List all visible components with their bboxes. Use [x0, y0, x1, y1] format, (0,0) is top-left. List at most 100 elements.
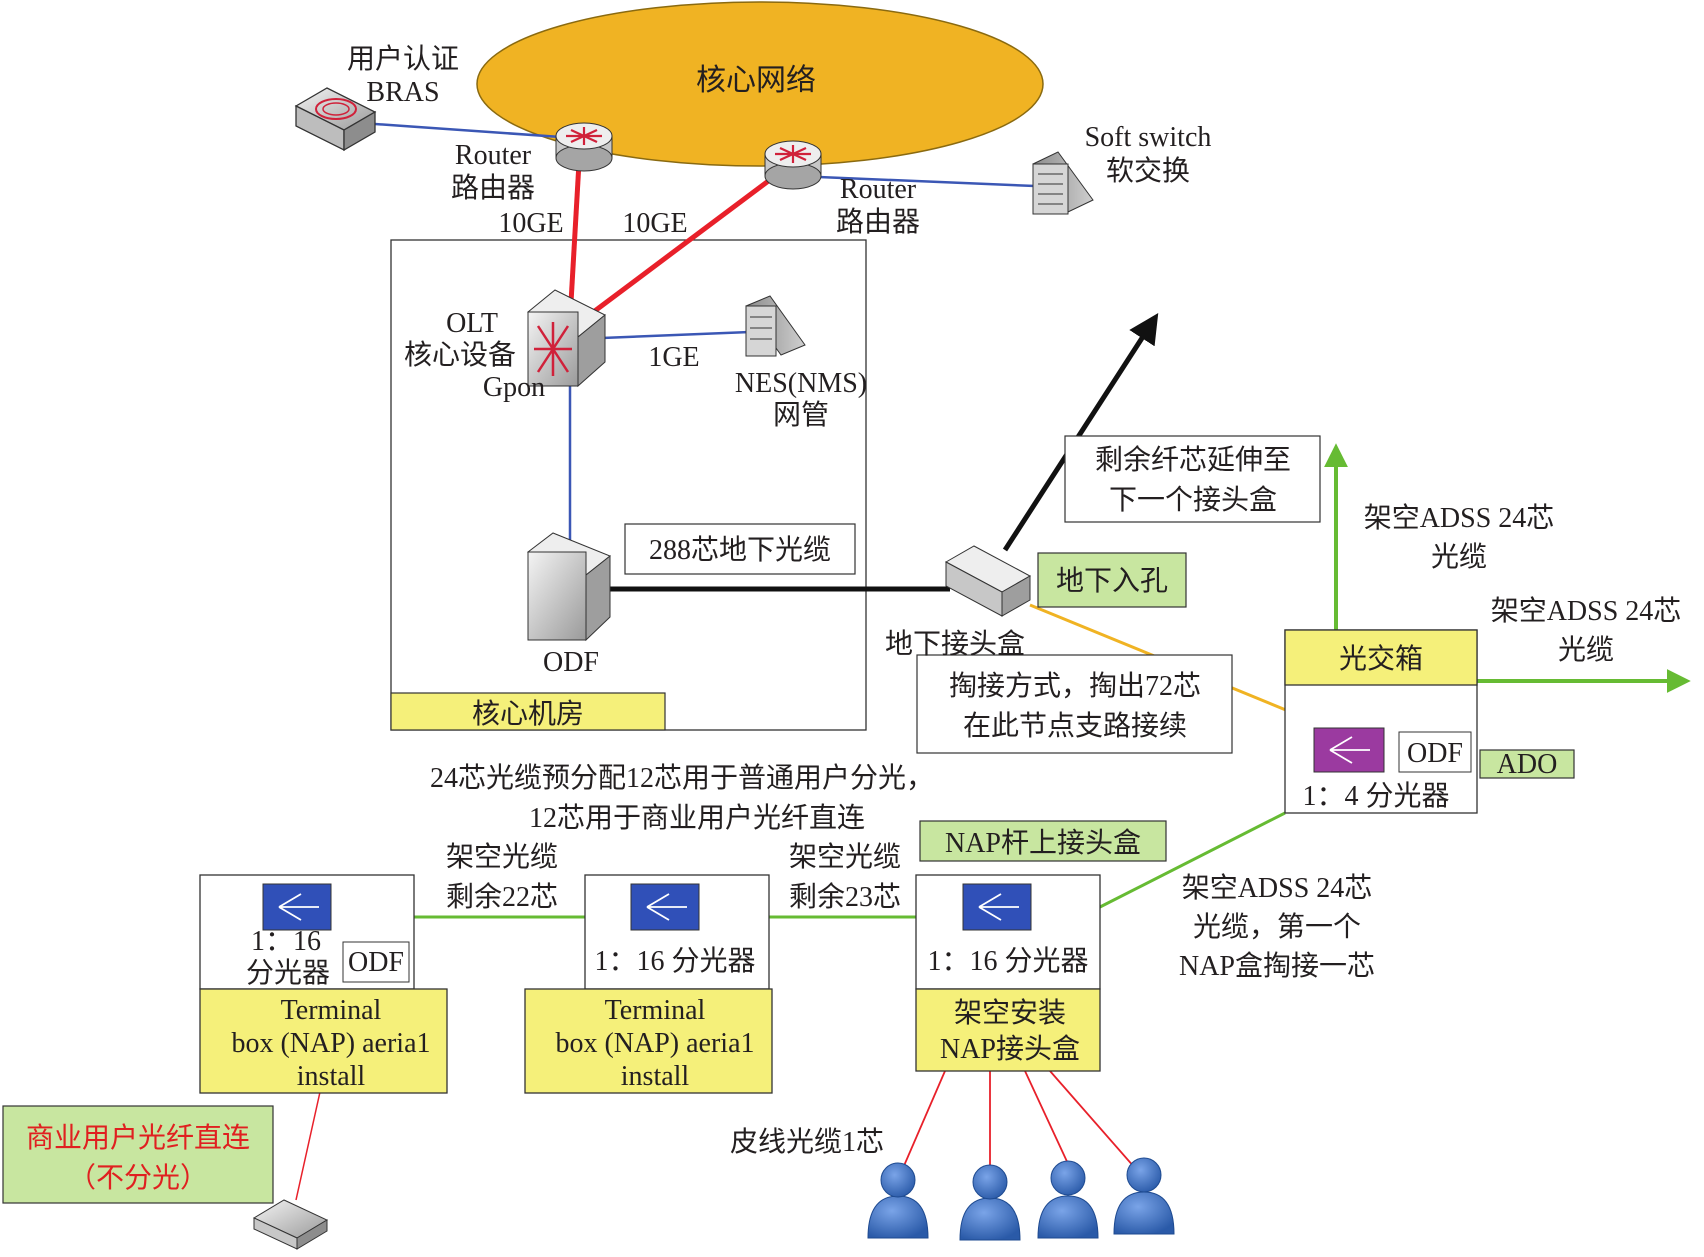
business-terminal-icon [252, 1199, 329, 1250]
business-link [295, 1091, 321, 1201]
bras-label-2: BRAS [366, 77, 439, 108]
link-1ge [601, 330, 751, 340]
splitter-blue-icon [962, 883, 1032, 931]
nap2-splitter-label: 1：16 分光器 [594, 945, 755, 977]
underground-splice-box-icon [944, 545, 1032, 617]
olt-label-1: OLT [446, 308, 498, 339]
splice-note-box [916, 654, 1233, 754]
manhole-box [1037, 552, 1187, 608]
cross-box-splitter-label: 1：4 分光器 [1302, 780, 1449, 812]
nap1-footer [199, 988, 448, 1094]
nap2-footer-label-3: install [621, 1061, 690, 1092]
link-1ge-label: 1GE [648, 342, 699, 373]
adss-first-label-1: 架空ADSS 24芯 [1182, 872, 1373, 904]
drop-line-3 [1024, 1070, 1071, 1169]
extend-arrow [1002, 312, 1159, 552]
business-box [2, 1105, 274, 1204]
router-right-label-1: Router [840, 174, 917, 205]
splitter-blue-icon [262, 883, 332, 931]
router-left-icon [555, 122, 613, 172]
nap3-splitter-label: 1：16 分光器 [927, 945, 1088, 977]
splitter-blue-icon [630, 883, 700, 931]
adss-to-nap3-link [1099, 811, 1286, 909]
adss-up-label-1: 架空ADSS 24芯 [1364, 502, 1555, 534]
nap1-footer-label-3: install [297, 1061, 366, 1092]
nap3-footer [915, 988, 1101, 1072]
cross-box-title: 光交箱 [1339, 643, 1423, 675]
adss-up-label-2: 光缆 [1431, 541, 1487, 573]
soft-switch-label-1: Soft switch [1085, 122, 1212, 153]
link-10ge-left [567, 144, 583, 321]
soft-switch-label-2: 软交换 [1106, 155, 1190, 187]
user-icon [1037, 1160, 1099, 1239]
cross-box-odf-label: ODF [1407, 738, 1463, 769]
router-left-label-1: Router [455, 140, 532, 171]
nap3-footer-label-1: 架空安装 [954, 997, 1066, 1029]
aerial-23-label-1: 架空光缆 [789, 841, 901, 873]
splice-note-label-1: 掏接方式，掏出72芯 [949, 670, 1201, 702]
business-label-2: （不分光） [68, 1162, 208, 1194]
cable-288-label: 288芯地下光缆 [649, 534, 831, 566]
nap1-splitter-label-1: 1：16 [251, 926, 321, 957]
user-icon [867, 1162, 929, 1239]
core-room-label-box [390, 692, 666, 731]
remaining-fiber-box [1064, 435, 1321, 523]
drop-line-4 [1049, 1070, 1136, 1169]
nap2-footer-label-2: box (NAP) aeria1 [555, 1028, 754, 1059]
nap3-footer-label-2: NAP接头盒 [940, 1033, 1080, 1065]
aerial-22-label-1: 架空光缆 [446, 841, 558, 873]
nms-icon [745, 295, 806, 357]
nms-label-2: 网管 [773, 399, 829, 431]
bras-link [374, 122, 576, 140]
nap1-odf-box [342, 941, 410, 983]
business-label-1: 商业用户光纤直连 [26, 1122, 250, 1154]
adss-first-label-3: NAP盒掏接一芯 [1179, 950, 1375, 982]
link-10ge-right-label: 10GE [622, 208, 687, 239]
ado-box [1479, 749, 1575, 779]
bras-device [294, 87, 377, 152]
splice-note-label-2: 在此节点支路接续 [963, 710, 1187, 742]
nap1-footer-label-2: box (NAP) aeria1 [231, 1028, 430, 1059]
nap-pole-box [919, 820, 1167, 862]
drop-cable-label: 皮线光缆1芯 [730, 1126, 884, 1158]
core-network-label: 核心网络 [696, 64, 816, 97]
olt-label-3: Gpon [483, 372, 545, 403]
nap2-footer [524, 988, 773, 1094]
olt-icon [527, 289, 606, 388]
drop-line-1 [899, 1070, 946, 1176]
nap1-splitter-label-2: 分光器 [246, 957, 330, 989]
nap2-footer-label-1: Terminal [605, 995, 706, 1026]
cross-box-title-bar [1284, 629, 1478, 686]
odf-core-label: ODF [543, 647, 599, 678]
olt-label-2: 核心设备 [404, 339, 516, 371]
bras-label-1: 用户认证 [347, 43, 459, 75]
cross-box-odf-box [1398, 731, 1472, 773]
link-10ge-right [578, 164, 789, 325]
core-room-label: 核心机房 [472, 698, 584, 730]
manhole-label: 地下入孔 [1056, 565, 1168, 597]
adss-first-label-2: 光缆，第一个 [1193, 911, 1361, 943]
nap-pole-label: NAP杆上接头盒 [945, 827, 1141, 859]
nap1-odf-label: ODF [348, 947, 404, 978]
remaining-fiber-label-1: 剩余纤芯延伸至 [1095, 444, 1291, 476]
soft-switch-icon [1032, 151, 1094, 215]
remaining-fiber-label-2: 下一个接头盒 [1109, 484, 1277, 516]
router-left-label-2: 路由器 [451, 172, 535, 204]
adss-right-label-1: 架空ADSS 24芯 [1491, 595, 1682, 627]
allocation-label-1: 24芯光缆预分配12芯用于普通用户分光， [430, 762, 934, 794]
router-right-icon [764, 140, 822, 190]
cable-288-box [624, 523, 856, 575]
softswitch-link [794, 174, 1036, 188]
nap1-footer-label-1: Terminal [281, 995, 382, 1026]
aerial-23-label-2: 剩余23芯 [789, 881, 901, 913]
user-icon [1113, 1157, 1175, 1235]
odf-core-icon [526, 532, 611, 642]
allocation-label-2: 12芯用于商业用户光纤直连 [529, 802, 865, 834]
ado-label: ADO [1497, 749, 1558, 780]
adss-right-label-2: 光缆 [1558, 634, 1614, 666]
link-10ge-left-label: 10GE [498, 208, 563, 239]
splitter-purple-icon [1313, 727, 1385, 773]
underground-box-label: 地下接头盒 [885, 628, 1025, 660]
core-network-ellipse [476, 1, 1044, 167]
